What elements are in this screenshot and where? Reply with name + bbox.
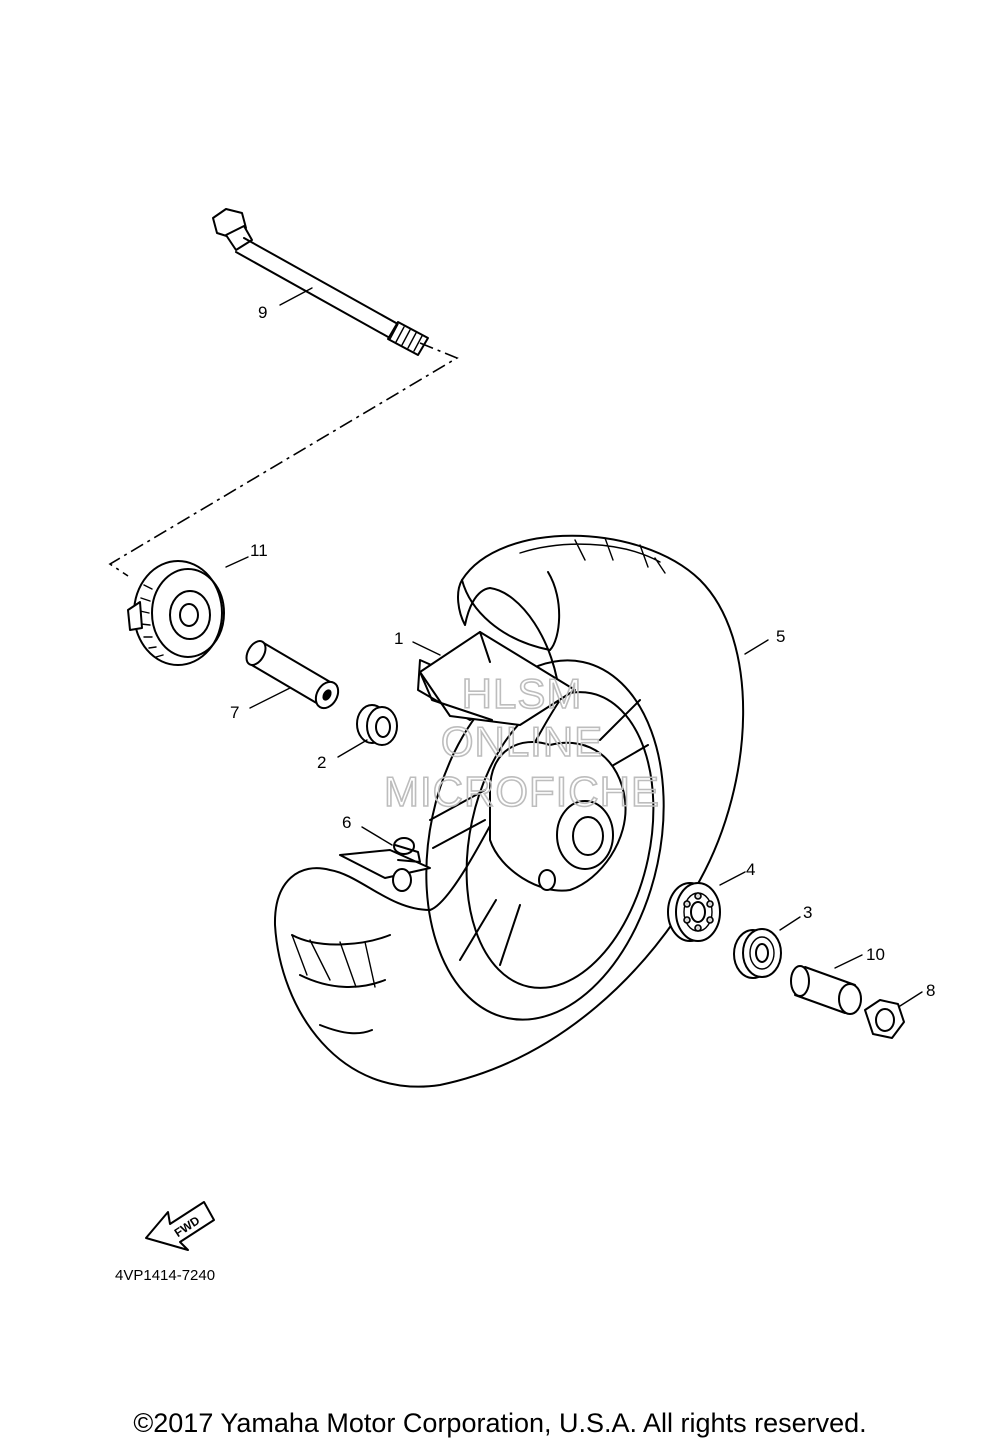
svg-text:HLSM: HLSM xyxy=(462,670,583,717)
svg-text:ONLINE: ONLINE xyxy=(441,718,603,765)
part-nut[interactable] xyxy=(864,999,905,1039)
watermark: HLSM ONLINE MICROFICHE xyxy=(383,669,660,816)
callout-10: 10 xyxy=(866,945,885,964)
part-collar-10[interactable] xyxy=(790,965,862,1015)
part-oil-seal[interactable] xyxy=(356,704,398,746)
alignment-line xyxy=(108,342,459,577)
part-valve[interactable] xyxy=(339,837,431,892)
callout-4: 4 xyxy=(746,860,755,879)
callout-11: 11 xyxy=(250,541,268,560)
callout-9: 9 xyxy=(258,303,267,322)
svg-text:MICROFICHE: MICROFICHE xyxy=(384,768,660,815)
part-gear-unit[interactable] xyxy=(127,560,225,666)
part-bearing-3[interactable] xyxy=(733,928,782,979)
callout-7: 7 xyxy=(230,703,239,722)
callout-2: 2 xyxy=(317,753,326,772)
part-collar[interactable] xyxy=(243,638,343,712)
callout-1: 1 xyxy=(394,629,403,648)
part-wheel[interactable] xyxy=(273,534,745,1088)
callout-3: 3 xyxy=(803,903,812,922)
part-protector[interactable] xyxy=(419,631,576,726)
callout-5: 5 xyxy=(776,627,785,646)
leader-lines xyxy=(225,287,923,1007)
copyright-notice: ©2017 Yamaha Motor Corporation, U.S.A. A… xyxy=(133,1408,867,1438)
callout-8: 8 xyxy=(926,981,935,1000)
part-axle-bolt[interactable] xyxy=(212,208,429,356)
diagram-code: 4VP1414-7240 xyxy=(115,1267,215,1284)
fwd-arrow-icon: FWD xyxy=(145,1201,215,1251)
callout-6: 6 xyxy=(342,813,351,832)
part-bearing-4[interactable] xyxy=(667,882,721,942)
